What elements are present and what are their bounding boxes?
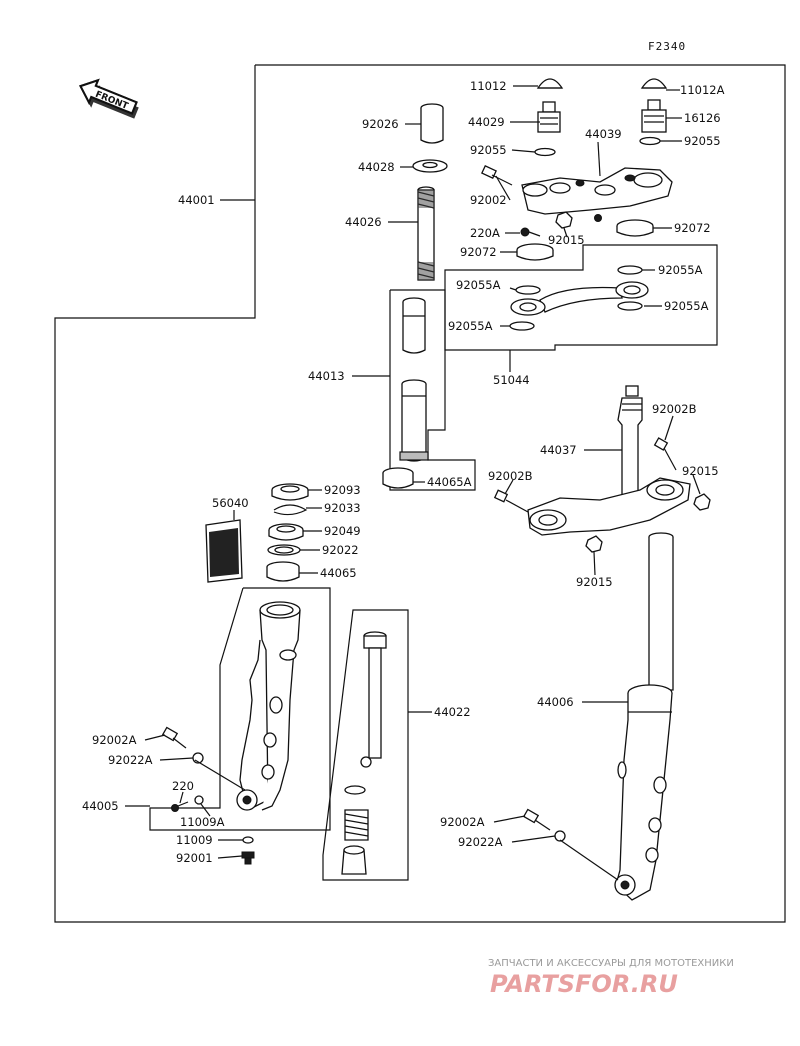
bolt-92002 xyxy=(481,164,513,186)
circlip-92033 xyxy=(273,504,308,516)
label-92001: 92001 xyxy=(176,851,213,865)
damper-44022 xyxy=(341,631,387,875)
damper-box-44022 xyxy=(322,609,409,881)
cap-11012A xyxy=(640,78,668,89)
label-44065A: 44065A xyxy=(427,475,472,489)
label-92055A-4: 92055A xyxy=(448,319,493,333)
o-ring-92055-right xyxy=(639,136,661,146)
label-92055-left: 92055 xyxy=(470,143,507,157)
label-92049: 92049 xyxy=(324,524,361,538)
nut-92015-top xyxy=(555,211,573,229)
clamp-92072-right xyxy=(616,219,654,237)
collar-92026 xyxy=(420,103,444,144)
clamp-92072-left xyxy=(516,243,554,261)
label-51044: 51044 xyxy=(493,373,530,387)
assembly-outline-44001 xyxy=(54,64,786,923)
bushing-44065 xyxy=(266,561,300,582)
label-44037: 44037 xyxy=(540,443,577,457)
nut-92015-bottom xyxy=(585,535,603,553)
screw-220A xyxy=(520,227,541,237)
fork-leg-44006 xyxy=(614,532,674,901)
washer-92022A-right xyxy=(554,830,566,842)
dust-seal-92093 xyxy=(271,483,309,501)
outer-tube-box-44005 xyxy=(149,587,331,831)
screw-220 xyxy=(171,801,189,812)
steering-stem-44037 xyxy=(527,385,691,536)
watermark-tagline: ЗАПЧАСТИ И АКСЕССУАРЫ ДЛЯ МОТОТЕХНИКИ xyxy=(488,958,734,969)
label-92002B-right: 92002B xyxy=(652,402,697,416)
bolt-small-top xyxy=(594,214,602,222)
bolt-92002B-left xyxy=(493,489,529,513)
handlebar-51044 xyxy=(509,265,649,331)
label-220A: 220A xyxy=(470,226,500,240)
label-220: 220 xyxy=(172,779,194,793)
label-92015-bottom: 92015 xyxy=(576,575,613,589)
washer-44028 xyxy=(412,159,448,173)
label-92022A-left: 92022A xyxy=(108,753,153,767)
cap-11012 xyxy=(536,78,564,89)
bushing-44065A xyxy=(382,467,414,489)
label-92002B-left: 92002B xyxy=(488,469,533,483)
label-92033: 92033 xyxy=(324,501,361,515)
label-44005: 44005 xyxy=(82,799,119,813)
outer-tube-44005 xyxy=(236,601,301,811)
label-92002A-left: 92002A xyxy=(92,733,137,747)
label-56040: 56040 xyxy=(212,496,249,510)
label-11012: 11012 xyxy=(470,79,507,93)
washer-92022 xyxy=(267,544,301,556)
o-ring-92055-left xyxy=(534,147,556,157)
label-92022A-right: 92022A xyxy=(458,835,503,849)
label-92015-top: 92015 xyxy=(548,233,585,247)
label-92002: 92002 xyxy=(470,193,507,207)
adjuster-16126 xyxy=(641,99,667,133)
label-44022: 44022 xyxy=(434,705,471,719)
label-44039: 44039 xyxy=(585,127,622,141)
label-44026: 44026 xyxy=(345,215,382,229)
label-11009A: 11009A xyxy=(180,815,225,829)
label-92055-right: 92055 xyxy=(684,134,721,148)
oil-seal-92049 xyxy=(268,523,304,541)
label-92002A-right: 92002A xyxy=(440,815,485,829)
label-44028: 44028 xyxy=(358,160,395,174)
adjuster-44029 xyxy=(537,101,561,133)
label-92055A-3: 92055A xyxy=(664,299,709,313)
label-92093: 92093 xyxy=(324,483,361,497)
inner-tube-44013 xyxy=(399,297,429,462)
label-44006: 44006 xyxy=(537,695,574,709)
upper-bracket-44039 xyxy=(521,167,673,215)
label-92026: 92026 xyxy=(362,117,399,131)
label-92055A-2: 92055A xyxy=(456,278,501,292)
label-44029: 44029 xyxy=(468,115,505,129)
bolt-92002A-left xyxy=(161,726,187,749)
leader-lines xyxy=(125,85,701,881)
label-92055A-1: 92055A xyxy=(658,263,703,277)
label-16126: 16126 xyxy=(684,111,721,125)
label-92015-right: 92015 xyxy=(682,464,719,478)
watermark-logo: PARTSFOR.RU xyxy=(490,970,678,998)
front-arrow-icon: FRONT xyxy=(79,78,139,119)
bolt-92002B-right xyxy=(653,437,677,471)
diagram-code: F2340 xyxy=(648,40,686,53)
nut-92015-right xyxy=(693,493,711,511)
label-92022: 92022 xyxy=(322,543,359,557)
washer-11009 xyxy=(242,836,254,844)
washer-11009A xyxy=(194,795,204,805)
label-44065: 44065 xyxy=(320,566,357,580)
bolt-92002A-right xyxy=(522,808,551,831)
label-11009: 11009 xyxy=(176,833,213,847)
fork-tube-44026 xyxy=(417,186,435,281)
label-44013: 44013 xyxy=(308,369,345,383)
label-44001: 44001 xyxy=(178,193,215,207)
label-92072-right: 92072 xyxy=(674,221,711,235)
label-92072-left: 92072 xyxy=(460,245,497,259)
decal-56040 xyxy=(205,519,243,583)
drain-bolt-92001 xyxy=(241,851,255,865)
label-11012A: 11012A xyxy=(680,83,725,97)
